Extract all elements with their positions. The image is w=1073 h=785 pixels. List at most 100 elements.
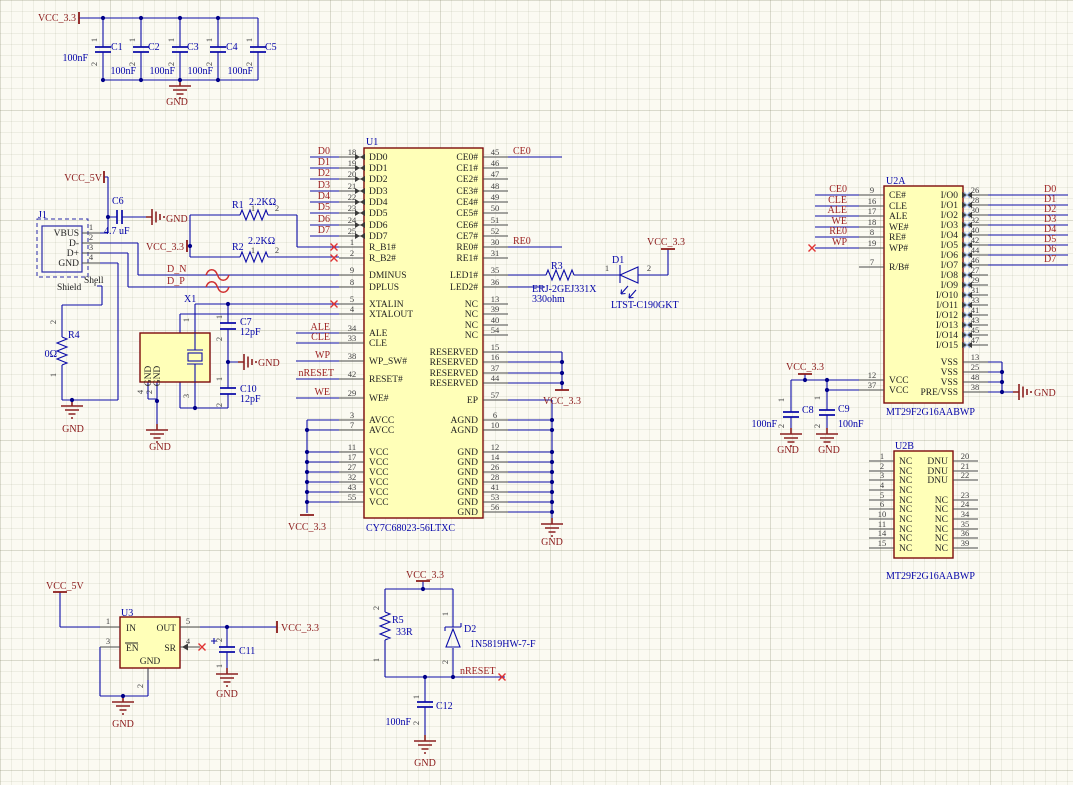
label-power-vcc5: VCC_5V <box>64 173 103 184</box>
label-power-gnd: GND <box>818 445 840 456</box>
wire-shell-r4 <box>61 262 119 401</box>
x1-body[interactable] <box>139 332 211 383</box>
label-dig-1: 1 <box>244 38 254 42</box>
label-u2a-right-15-name: I/O15 <box>936 341 958 351</box>
label-diodes-d2-ref: D2 <box>464 624 476 635</box>
d2-schottky[interactable] <box>444 623 462 648</box>
u2a-body[interactable] <box>883 185 964 404</box>
label-caps-c5-val: 100nF <box>227 66 253 77</box>
label-u1-left-0-name: DD0 <box>369 153 388 163</box>
junction-dot <box>549 417 555 423</box>
label-u2a-right-9-n: 29 <box>971 275 980 285</box>
junction-dot <box>69 397 75 403</box>
label-u1-left-23-name: VCC <box>369 468 389 478</box>
label-u2a-right-10-n: 31 <box>971 285 980 295</box>
label-u2b-right-5-n: 34 <box>961 509 970 519</box>
io-arrow-icon <box>355 176 365 182</box>
label-j1-ref: J1 <box>38 210 47 221</box>
label-nets-ale: ALE <box>828 205 847 216</box>
label-u2a-right-10-name: I/O10 <box>936 291 958 301</box>
d1-led[interactable] <box>618 265 639 299</box>
label-u1-left-15-name: CLE <box>369 339 387 349</box>
label-u1-right-6-name: CE6# <box>456 221 478 231</box>
label-nets-cle: CLE <box>828 195 847 206</box>
label-u2a-left-8-n: 37 <box>868 380 877 390</box>
label-u1-left-15-n: 33 <box>348 333 357 343</box>
label-u2b-left-5-n: 6 <box>880 499 884 509</box>
label-dig-2: 2 <box>144 390 154 394</box>
label-u1-right-27-name: GND <box>457 488 478 498</box>
j1-body[interactable] <box>41 225 83 273</box>
label-u1-left-25-n: 43 <box>348 482 357 492</box>
io-arrow-icon <box>355 154 365 160</box>
wire-usb-data <box>100 242 339 288</box>
junction-dot <box>549 489 555 495</box>
label-caps-c7-ref: C7 <box>240 317 252 328</box>
label-nets-we: WE <box>314 387 330 398</box>
label-u2a-left-4-name: RE# <box>889 233 906 243</box>
label-u2a-right-9-name: I/O9 <box>941 281 959 291</box>
junction-dot <box>304 459 310 465</box>
junction-dot <box>100 15 106 21</box>
label-caps-c6-ref: C6 <box>112 196 124 207</box>
junction-dot <box>999 389 1005 395</box>
label-u1-right-21-n: 6 <box>493 410 497 420</box>
label-resistors-r2-ref: R2 <box>232 242 244 253</box>
label-u1-right-20-name: EP <box>467 396 478 406</box>
label-u2b-left-7-n: 11 <box>878 519 886 529</box>
label-u1-right-11-n: 36 <box>491 277 500 287</box>
wire-r5-d2-c12 <box>384 581 505 735</box>
label-j1-pins-0-n: 1 <box>89 222 93 232</box>
label-caps-c2-ref: C2 <box>148 42 160 53</box>
label-nets-d0: D0 <box>318 146 330 157</box>
label-u1-right-17-name: RESERVED <box>430 358 478 368</box>
label-u1-right-10-name: LED1# <box>450 271 478 281</box>
label-u1-right-27-n: 41 <box>491 482 500 492</box>
label-dig-1: 1 <box>776 398 786 402</box>
label-u3-pins-sr-name: SR <box>164 644 176 654</box>
label-power-vcc33: VCC_3.3 <box>146 242 184 253</box>
no-erc-x-icon <box>330 254 338 262</box>
label-u2b-left-2-name: NC <box>899 476 912 486</box>
label-u1-right-28-n: 53 <box>491 492 500 502</box>
gnd-symbol <box>815 427 839 447</box>
label-dig-2: 2 <box>275 245 279 255</box>
label-caps-c7-val: 12pF <box>240 327 261 338</box>
label-nets-nreset: nRESET <box>298 368 334 379</box>
label-u3-pins-en-n: 3 <box>106 636 110 646</box>
label-u1-right-5-name: CE5# <box>456 209 478 219</box>
junction-dot <box>304 479 310 485</box>
label-u2b-right-6-n: 35 <box>961 519 970 529</box>
label-u2a-right-7-n: 46 <box>971 255 980 265</box>
label-u1-right-1-n: 46 <box>491 158 500 168</box>
label-u3-ref: U3 <box>121 608 133 619</box>
r5-symbol[interactable] <box>379 611 391 641</box>
label-u1-right-12-n: 13 <box>491 294 500 304</box>
label-u1-left-11-n: 8 <box>350 277 354 287</box>
r4-symbol[interactable] <box>56 336 68 366</box>
label-u1-part: CY7C68023-56LTXC <box>366 523 455 534</box>
label-u1-right-3-name: CE3# <box>456 187 478 197</box>
label-u1-right-9-name: RE1# <box>456 254 478 264</box>
label-nets-d5: D5 <box>1044 234 1056 245</box>
label-caps-c9-val: 100nF <box>838 419 864 430</box>
wire-vbus-c6 <box>100 176 146 234</box>
power-bars <box>53 12 812 633</box>
label-resistors-r3-ref: R3 <box>551 261 563 272</box>
label-u1-left-1-n: 19 <box>348 158 357 168</box>
label-u2a-right-5-name: I/O5 <box>941 241 959 251</box>
label-u2a-right-11-name: I/O11 <box>936 301 958 311</box>
u2b-body[interactable] <box>893 450 954 559</box>
label-u1-left-13-name: XTALOUT <box>369 310 413 320</box>
junction-dot <box>304 499 310 505</box>
label-u2a-right-5-n: 42 <box>971 235 980 245</box>
label-nets-d4: D4 <box>318 191 330 202</box>
label-j1-pins-0-name: VBUS <box>54 229 79 239</box>
u1-body[interactable] <box>363 147 484 519</box>
label-u2b-left-2-n: 3 <box>880 470 884 480</box>
label-u1-right-22-name: AGND <box>451 426 479 436</box>
label-u2b-right-8-n: 39 <box>961 538 970 548</box>
diffpair-mark-dn-icon <box>205 269 230 281</box>
label-nets-d2: D2 <box>318 168 330 179</box>
label-u2a-left-2-n: 17 <box>868 206 877 216</box>
